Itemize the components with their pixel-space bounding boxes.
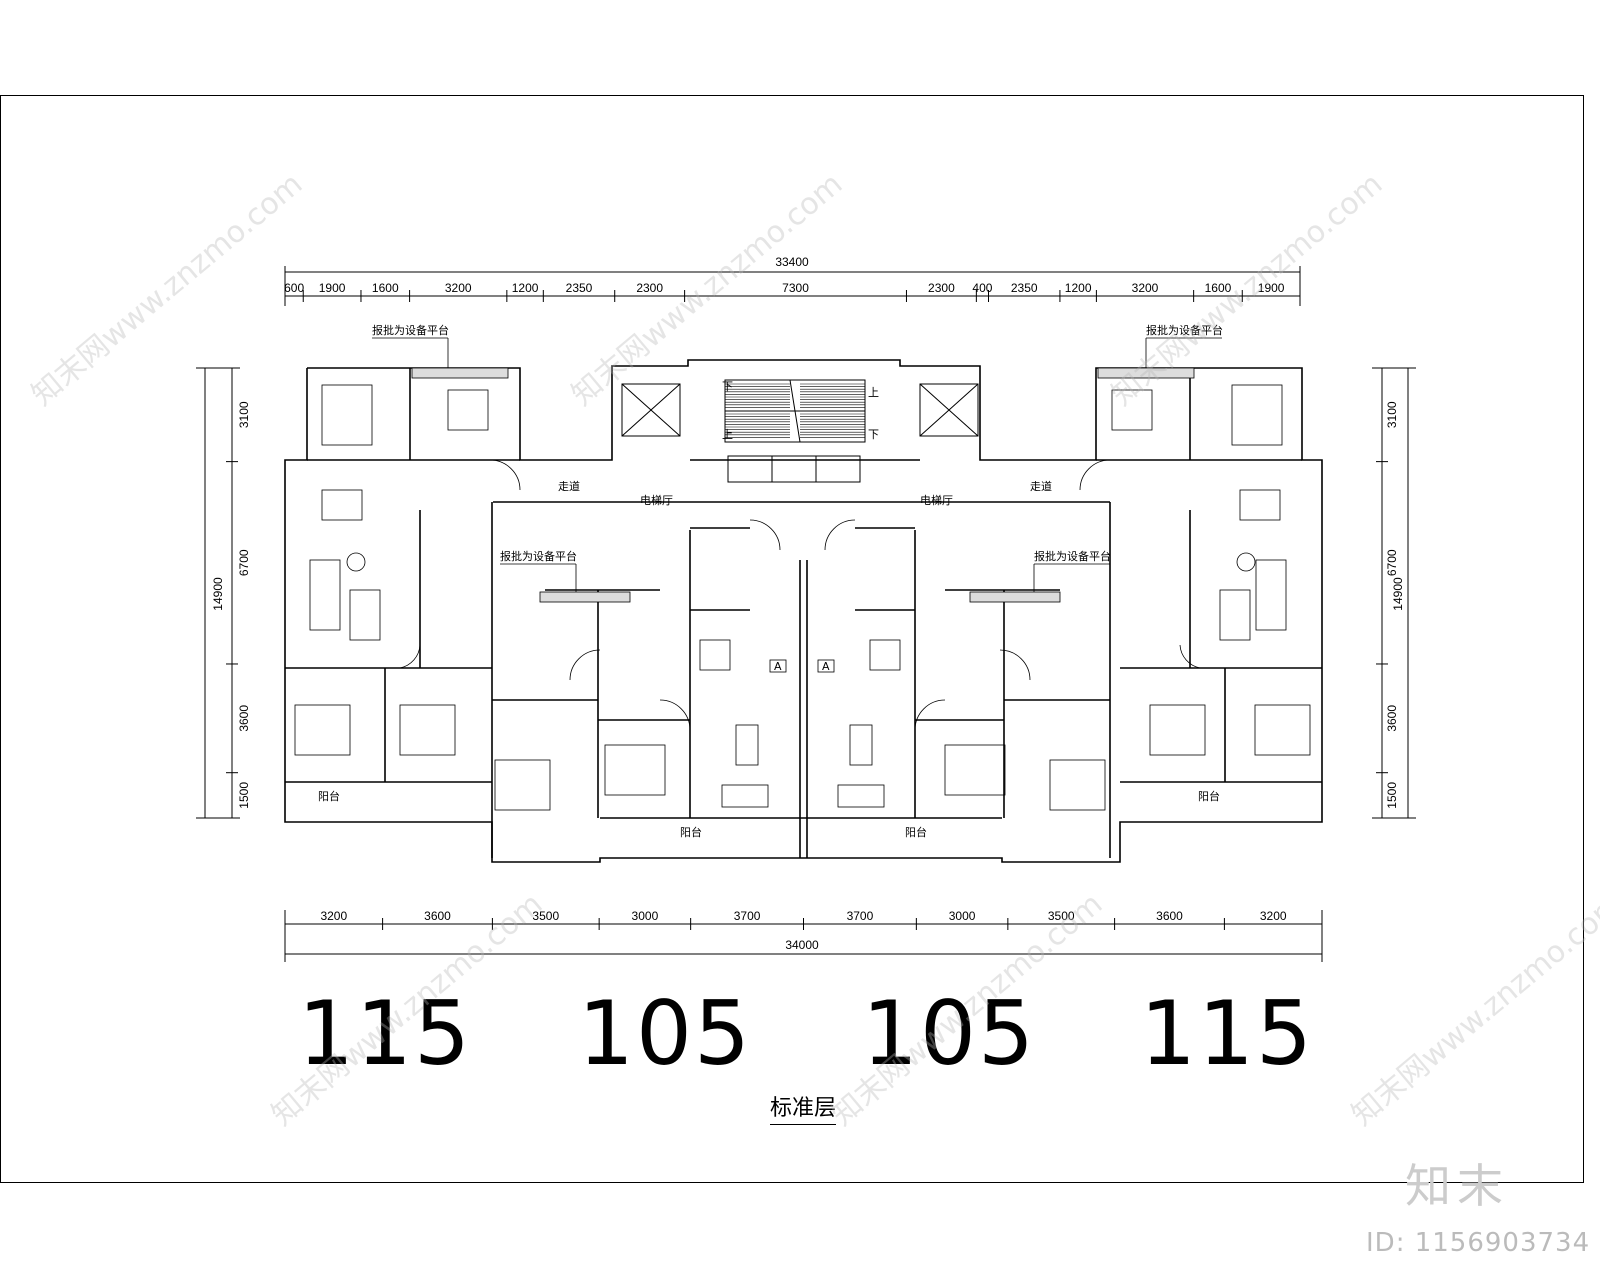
room-label-balcony-2: 阳台: [680, 825, 702, 839]
bottom-dim-label: 3000: [949, 909, 976, 923]
stair-up-left: 上: [722, 428, 733, 441]
core-elements: [621, 379, 979, 483]
room-label-balcony-3: 阳台: [905, 825, 927, 839]
unit-mark-left: A: [774, 660, 782, 673]
bottom-dim-label: 3700: [734, 909, 761, 923]
bottom-dimension-ticks: 3200 3600 3500 3000 3700 3700 3000 3500 3600 3200: [284, 909, 1287, 930]
side-dim-label: 1500: [237, 782, 251, 809]
top-total-dim: 33400: [775, 255, 809, 269]
stair-treads: [725, 383, 865, 438]
side-dim-label: 3100: [1385, 401, 1399, 428]
image-id: ID: 1156903734: [1366, 1228, 1591, 1258]
drawing-frame: [0, 95, 1600, 1185]
unit-area-2: 105: [578, 982, 752, 1085]
top-dim-label: 2350: [1011, 281, 1038, 295]
room-label-balcony-1: 阳台: [318, 789, 340, 803]
top-dim-label: 1200: [512, 281, 539, 295]
side-dim-label: 6700: [1385, 549, 1399, 576]
unit-area-1: 115: [298, 982, 472, 1085]
room-label-lobby-left: 电梯厅: [640, 494, 673, 507]
bottom-dim-label: 3200: [320, 909, 347, 923]
equipment-label-mid-right: 报批为设备平台: [1034, 549, 1111, 563]
side-dim-label: 3600: [1385, 705, 1399, 732]
side-dimension-ticks: 3100 6700 3600 1500 3100 6700 3600 1500: [226, 367, 1399, 809]
top-dim-label: 7300: [782, 281, 809, 295]
building-walls: [284, 359, 1323, 863]
drawing-border: [0, 95, 1584, 1183]
top-dim-label: 600: [284, 281, 304, 295]
room-label-lobby-right: 电梯厅: [920, 494, 953, 507]
stair-down-left: 下: [722, 380, 733, 393]
top-dim-label: 1600: [372, 281, 399, 295]
top-dim-label: 3200: [1132, 281, 1159, 295]
side-dimension-lines: [196, 367, 1416, 819]
equipment-label-top-right: 报批为设备平台: [1146, 323, 1223, 337]
top-dim-label: 2350: [566, 281, 593, 295]
stair-down-right: 下: [868, 428, 879, 441]
top-dim-label: 1900: [319, 281, 346, 295]
room-label-balcony-4: 阳台: [1198, 789, 1220, 803]
equipment-label-leaders: [372, 337, 1222, 592]
right-total-dim: 14900: [1391, 577, 1405, 611]
side-dim-label: 3100: [237, 401, 251, 428]
unit-mark-right: A: [822, 660, 830, 673]
side-dim-label: 6700: [237, 549, 251, 576]
bottom-dim-label: 3200: [1260, 909, 1287, 923]
top-dim-label: 3200: [445, 281, 472, 295]
unit-area-3: 105: [862, 982, 1036, 1085]
bottom-dim-label: 3600: [424, 909, 451, 923]
top-dimension-ticks: 600 1900 1600 3200 1200 2350 2300 7300 2300 400 23…: [284, 281, 1285, 302]
top-dim-label: 1900: [1258, 281, 1285, 295]
room-label-corridor-right: 走道: [1030, 479, 1052, 493]
side-dim-label: 3600: [237, 705, 251, 732]
bottom-total-dim: 34000: [785, 938, 819, 952]
bottom-dim-label: 3600: [1156, 909, 1183, 923]
side-dim-label: 1500: [1385, 782, 1399, 809]
furniture: [294, 384, 1311, 811]
unit-mark-boxes: [769, 659, 835, 673]
bottom-dim-label: 3000: [632, 909, 659, 923]
equipment-label-top-left: 报批为设备平台: [372, 323, 449, 337]
top-dim-label: 1200: [1065, 281, 1092, 295]
door-swings: [399, 459, 1201, 731]
top-dim-label: 2300: [928, 281, 955, 295]
top-dim-label: 400: [972, 281, 992, 295]
bottom-dim-label: 3700: [847, 909, 874, 923]
top-dim-label: 1600: [1205, 281, 1232, 295]
stair-up-right: 上: [868, 386, 879, 399]
top-dim-label: 2300: [636, 281, 663, 295]
brand-logo: 知末: [1405, 1159, 1509, 1213]
unit-area-4: 115: [1140, 982, 1314, 1085]
left-total-dim: 14900: [211, 577, 225, 611]
bottom-dim-label: 3500: [1048, 909, 1075, 923]
room-label-corridor-left: 走道: [558, 479, 580, 493]
equipment-platforms: [411, 367, 1195, 603]
bottom-dim-label: 3500: [532, 909, 559, 923]
equipment-label-mid-left: 报批为设备平台: [500, 549, 577, 563]
plan-title: 标准层: [770, 1090, 837, 1125]
